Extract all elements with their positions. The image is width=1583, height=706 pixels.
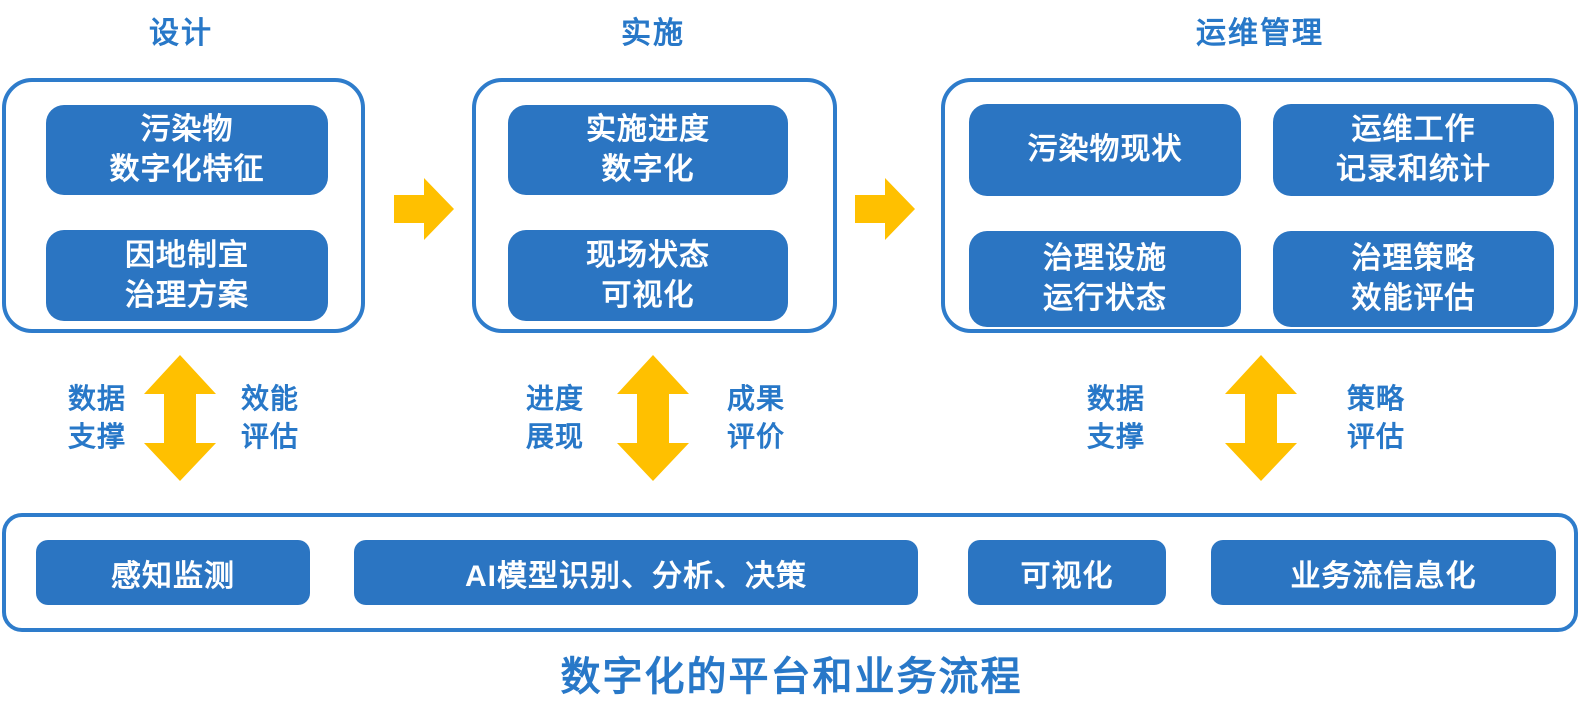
design-box-tailored-treatment-plan: 因地制宜 治理方案 — [46, 230, 328, 321]
implementation-box-progress-digitization: 实施进度 数字化 — [508, 105, 788, 195]
implementation-group: 实施进度 数字化 现场状态 可视化 — [472, 78, 837, 333]
operations-box-work-records-stats: 运维工作 记录和统计 — [1273, 104, 1554, 196]
flow-right-arrow-icon — [855, 178, 915, 240]
double-vertical-arrow-icon — [1225, 355, 1297, 481]
operations-group: 污染物现状 运维工作 记录和统计 治理设施 运行状态 治理策略 效能评估 — [941, 78, 1578, 333]
operations-box-strategy-evaluation: 治理策略 效能评估 — [1273, 231, 1554, 327]
design-group: 污染物 数字化特征 因地制宜 治理方案 — [2, 78, 365, 333]
exchange-label-efficiency-evaluation: 效能 评估 — [240, 383, 299, 452]
platform-title: 数字化的平台和业务流程 — [560, 655, 1023, 699]
design-box-pollutant-digital-features: 污染物 数字化特征 — [46, 105, 328, 195]
platform-box-ai-model-analysis-decision: AI模型识别、分析、决策 — [354, 540, 918, 605]
exchange-label-data-support-operations: 数据 支撑 — [1086, 383, 1145, 452]
platform-box-visualization: 可视化 — [968, 540, 1166, 605]
arrow-shape — [1225, 355, 1297, 481]
section-title-operations: 运维管理 — [1196, 17, 1324, 50]
arrow-shape — [144, 355, 216, 481]
section-title-implementation: 实施 — [621, 17, 685, 50]
exchange-label-result-evaluation: 成果 评价 — [726, 383, 785, 452]
exchange-label-data-support-design: 数据 支撑 — [67, 383, 126, 452]
double-vertical-arrow-icon — [144, 355, 216, 481]
arrow-shape — [617, 355, 689, 481]
platform-group: 感知监测 AI模型识别、分析、决策 可视化 业务流信息化 — [2, 513, 1578, 632]
exchange-label-strategy-evaluation: 策略 评估 — [1346, 383, 1405, 452]
operations-box-facility-running-state: 治理设施 运行状态 — [969, 231, 1241, 327]
section-title-design: 设计 — [149, 17, 213, 50]
implementation-box-site-visualization: 现场状态 可视化 — [508, 230, 788, 321]
arrow-shape — [855, 178, 915, 240]
platform-box-workflow-informatization: 业务流信息化 — [1211, 540, 1556, 605]
operations-box-pollutant-status: 污染物现状 — [969, 104, 1241, 196]
double-vertical-arrow-icon — [617, 355, 689, 481]
arrow-shape — [394, 178, 454, 240]
platform-box-sensing-monitoring: 感知监测 — [36, 540, 310, 605]
exchange-label-progress-display: 进度 展现 — [525, 383, 584, 452]
flow-right-arrow-icon — [394, 178, 454, 240]
